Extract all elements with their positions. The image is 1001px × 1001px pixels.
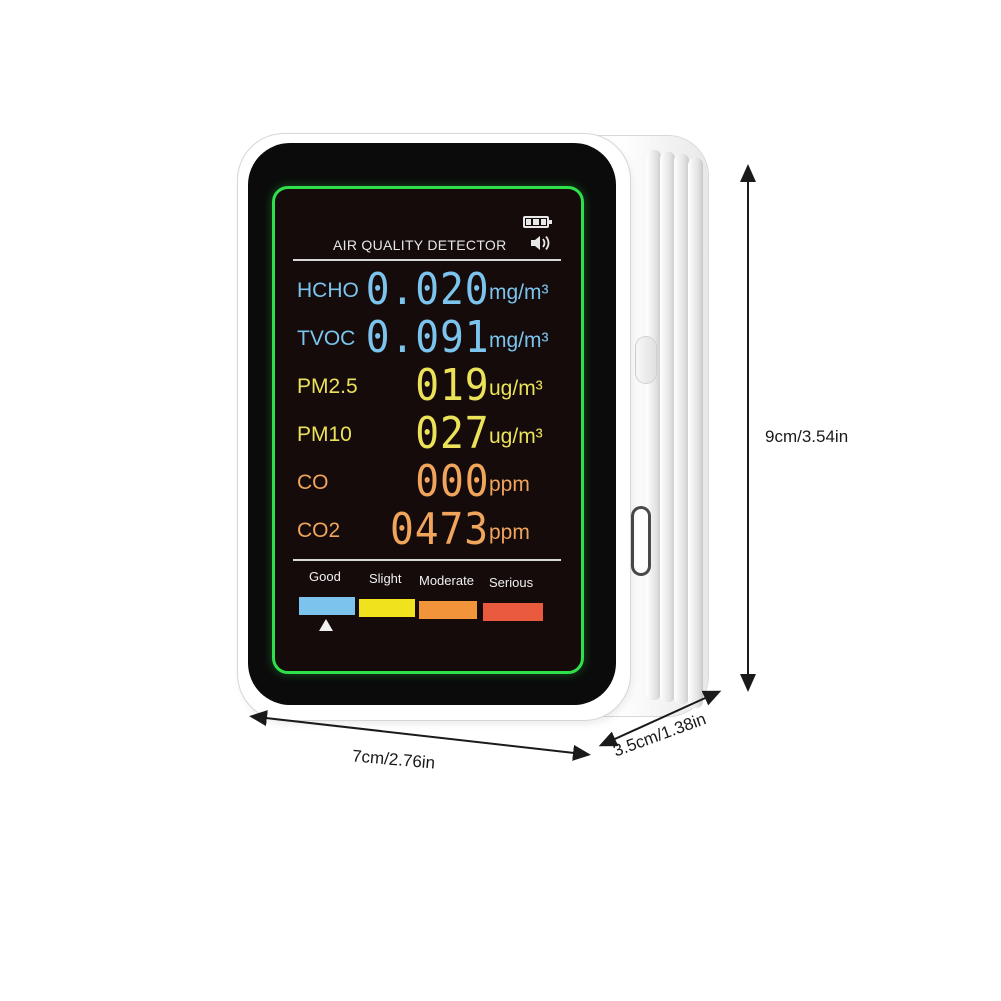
reading-unit: ppm	[489, 521, 530, 544]
width-label: 7cm/2.76in	[351, 746, 436, 773]
reading-value: 0.020	[365, 264, 489, 315]
reading-value: 0473	[390, 504, 489, 555]
scale-bar	[483, 603, 543, 621]
scale-label: Slight	[369, 571, 402, 586]
speaker-icon	[531, 235, 550, 251]
reading-unit: ug/m³	[489, 377, 543, 400]
reading-name: PM10	[297, 423, 352, 446]
battery-icon	[523, 216, 552, 228]
reading-value: 027	[414, 408, 489, 459]
scale-label: Good	[309, 569, 341, 584]
divider-bottom	[293, 559, 561, 561]
divider-top	[293, 259, 561, 261]
width-arrow	[249, 710, 591, 761]
level-pointer-icon	[319, 619, 333, 631]
reading-name: PM2.5	[297, 375, 358, 398]
height-label: 9cm/3.54in	[765, 427, 849, 446]
reading-unit: ug/m³	[489, 425, 543, 448]
reading-value: 019	[414, 360, 489, 411]
reading-name: TVOC	[297, 327, 356, 350]
scale-label: Serious	[489, 575, 534, 590]
scale-label: Moderate	[419, 573, 474, 588]
side-fin	[646, 150, 660, 700]
side-fin	[660, 152, 674, 702]
reading-unit: mg/m³	[489, 281, 549, 304]
scale-bar	[419, 601, 477, 619]
scale-bar	[359, 599, 415, 617]
power-button	[636, 337, 656, 383]
depth-label: 3.5cm/1.38in	[610, 709, 709, 761]
screen-title: AIR QUALITY DETECTOR	[333, 237, 507, 253]
reading-value: 0.091	[365, 312, 489, 363]
side-fin	[674, 154, 688, 704]
reading-name: CO2	[297, 519, 341, 542]
scale-bar	[299, 597, 355, 615]
reading-unit: ppm	[489, 473, 530, 496]
reading-unit: mg/m³	[489, 329, 549, 352]
side-fin	[688, 158, 702, 708]
reading-name: CO	[297, 471, 329, 494]
usb-c-port	[631, 506, 651, 576]
reading-value: 000	[414, 456, 489, 507]
reading-name: HCHO	[297, 279, 359, 302]
